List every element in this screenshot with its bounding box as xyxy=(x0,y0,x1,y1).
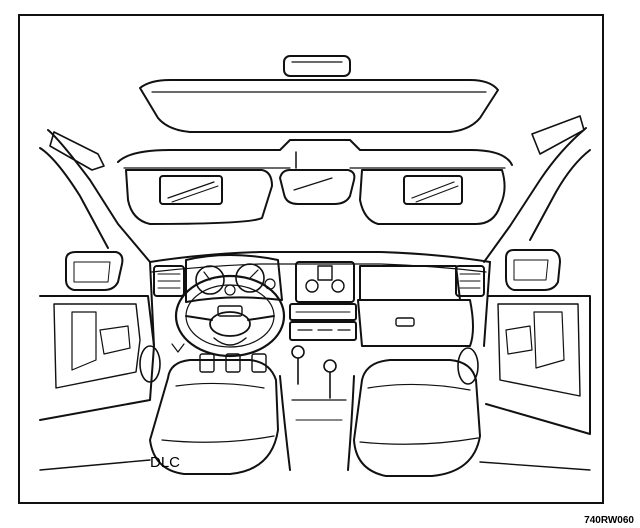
steering-wheel xyxy=(174,274,286,358)
sun-visor-right xyxy=(359,169,506,225)
a-pillar-left xyxy=(39,129,151,263)
door-panel-right xyxy=(457,295,591,435)
glove-box xyxy=(357,265,474,347)
instrument-cluster xyxy=(185,254,283,303)
floor-line xyxy=(39,459,591,471)
seat-right xyxy=(353,359,481,477)
center-console-tunnel xyxy=(279,375,355,471)
a-pillar-right xyxy=(483,115,591,263)
center-console-stack xyxy=(289,261,357,341)
door-panel-left xyxy=(39,295,161,421)
gear-shifters xyxy=(291,345,337,399)
pedals xyxy=(171,343,267,373)
dlc-callout-label: DLC xyxy=(150,454,181,471)
rearview-mirror xyxy=(279,151,356,205)
side-mirror-left xyxy=(65,251,124,291)
figure-code: 740RW060 xyxy=(584,515,634,526)
windshield-header xyxy=(117,139,513,169)
roof-sunroof xyxy=(139,55,499,133)
sun-visor-left xyxy=(125,169,273,225)
side-mirror-right xyxy=(505,249,561,291)
air-vent-right xyxy=(455,265,485,297)
seat-left xyxy=(149,359,279,475)
air-vent-left xyxy=(153,265,185,297)
diagram-frame xyxy=(18,14,604,504)
